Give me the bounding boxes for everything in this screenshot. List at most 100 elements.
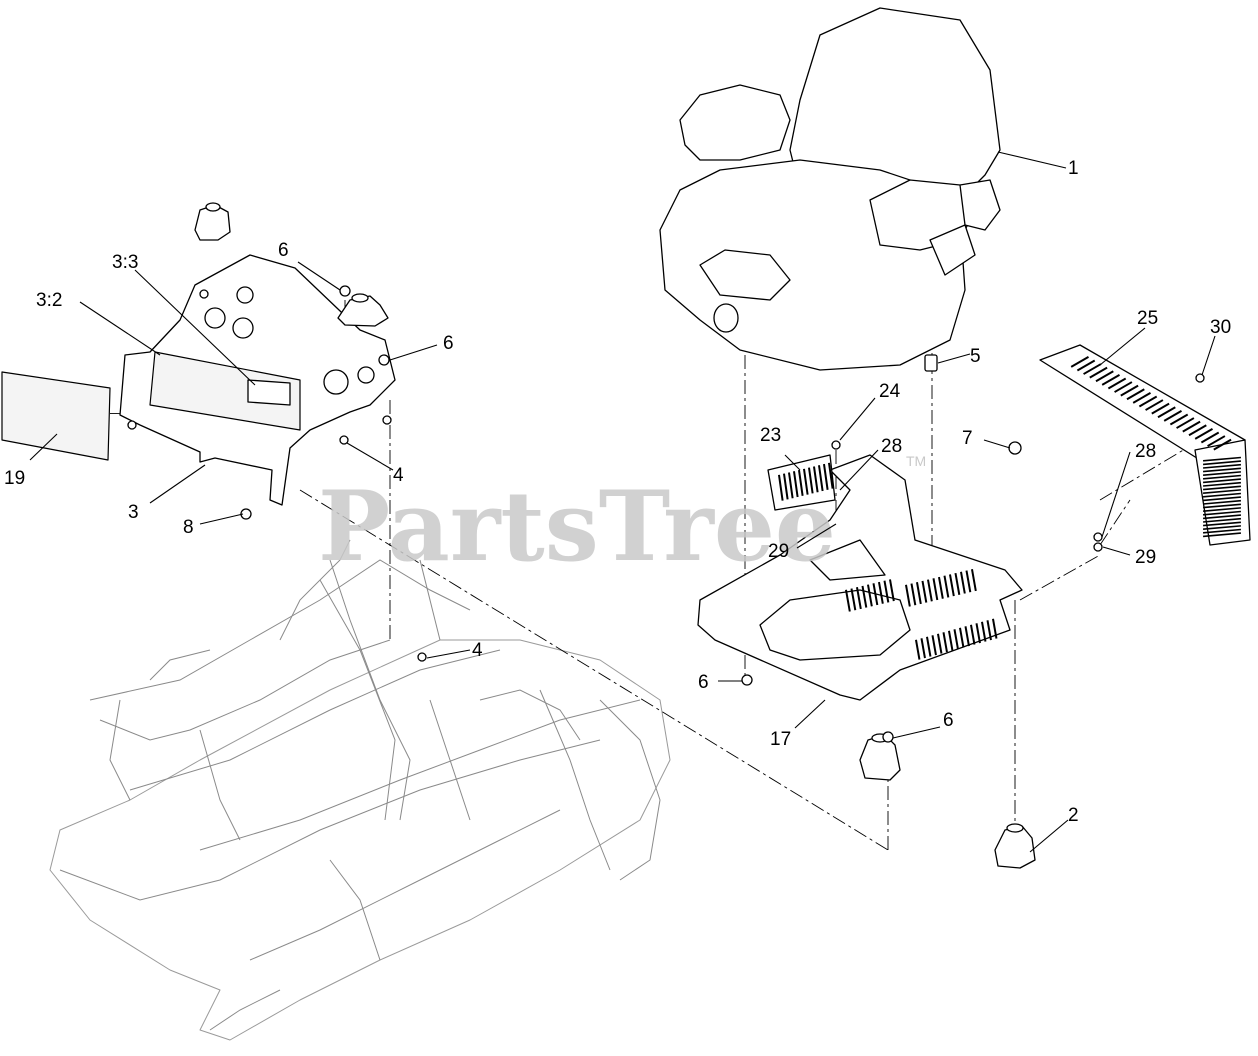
vent-slot [1203,496,1241,502]
callout-30: 30 [1210,317,1231,338]
vent-slot [1200,431,1220,444]
callout-4-lower: 4 [472,640,483,661]
vent-slot [931,635,937,656]
callout-19: 19 [4,468,25,489]
vent-slot [927,579,933,602]
vent-slot [1207,435,1226,447]
vent-slot [889,579,895,602]
fasteners-right [741,354,1205,743]
vent-slot [915,639,921,660]
vent-slot [1203,489,1241,494]
callout-4-upper: 4 [393,465,404,486]
vent-slot [1203,478,1241,484]
callout-5: 5 [970,346,981,367]
callout-25: 25 [1137,308,1158,329]
callout-24: 24 [879,381,901,402]
vent-slot [1132,391,1151,404]
vent-slot [1163,409,1182,422]
callout-labels: 1 2 3 3:2 3:3 4 4 5 6 6 6 6 7 8 17 19 23… [4,158,1231,826]
vent-slot [861,585,868,608]
vent-slot [1169,413,1189,426]
vent-slot [1203,467,1241,473]
vent-slot [1076,359,1096,372]
vent-slot [938,576,944,599]
vent-slot [827,462,834,489]
vent-slot [850,588,857,611]
vent-slot [916,582,922,605]
vent-slot [1194,428,1213,440]
callout-6-mid: 6 [443,333,454,354]
vent-slot [943,575,950,598]
vent-slot [812,466,819,493]
vent-slot [1145,399,1164,411]
vent-slot [1114,381,1133,393]
vent-slot [954,572,961,595]
part-17-seat-plate [697,454,1023,701]
vent-slot [969,624,976,645]
vent-slot [949,574,955,597]
vent-slot [1203,463,1241,469]
vent-slot [1138,395,1158,408]
vent-slot [971,569,977,592]
callout-3-2: 3:2 [36,290,62,311]
vent-slot [981,621,987,642]
vent-slot [1083,363,1102,375]
vent-slot [878,581,884,604]
vent-slot [1203,503,1241,509]
vent-slot [1202,485,1241,491]
vent-slot [845,589,851,612]
callout-23: 23 [760,425,781,446]
watermark: PartsTree TM [318,453,926,583]
vent-slot [1188,424,1207,437]
vent-slot [1203,507,1241,512]
vent-slot [937,633,943,654]
callout-17: 17 [770,729,791,750]
vent-slot [1120,384,1139,397]
callout-3-3: 3:3 [112,252,138,273]
callout-6-right: 6 [943,710,954,731]
vent-slot [823,463,829,490]
vent-slot [920,638,926,659]
vent-slot [975,623,981,644]
vent-slot [1203,514,1241,520]
isolator-mounts-left [194,202,389,327]
vent-slot [1070,355,1089,368]
vent-slot [1202,492,1241,498]
vent-slot [1202,525,1241,530]
callout-28-right: 28 [1135,441,1156,462]
vent-slot [1203,471,1241,476]
part-19-decal [1,371,111,461]
vent-slot [1203,521,1241,527]
vent-slot [958,627,965,648]
vent-slot [1151,402,1170,415]
vent-slot [1203,456,1241,462]
part-1-seat [659,7,1001,371]
vent-slot [1203,532,1241,538]
callout-6-top: 6 [278,240,289,261]
vent-slot [778,474,784,501]
vent-slot [883,580,890,603]
part-3-bracket [119,254,396,506]
vent-slot [1213,438,1232,451]
vent-slot [867,584,873,607]
vent-slot [1203,528,1241,534]
vent-slot [1101,373,1120,386]
vent-slot [1157,406,1176,419]
vent-slot [953,629,959,650]
vent-slot [905,584,911,607]
vent-slot [1176,417,1195,429]
vent-slot [818,465,824,492]
vent-slot [965,570,972,593]
vent-slot [1107,377,1127,390]
callout-3: 3 [128,502,139,523]
vent-slot [807,467,814,494]
callout-28-left: 28 [881,436,902,457]
vent-slot [1095,370,1114,383]
isolator-mounts-right [859,733,1036,869]
chassis-frame [49,539,671,1041]
vent-slot [782,473,789,500]
callout-29-left: 29 [768,541,789,562]
vent-slot [932,578,939,601]
leader-lines [29,151,1216,853]
